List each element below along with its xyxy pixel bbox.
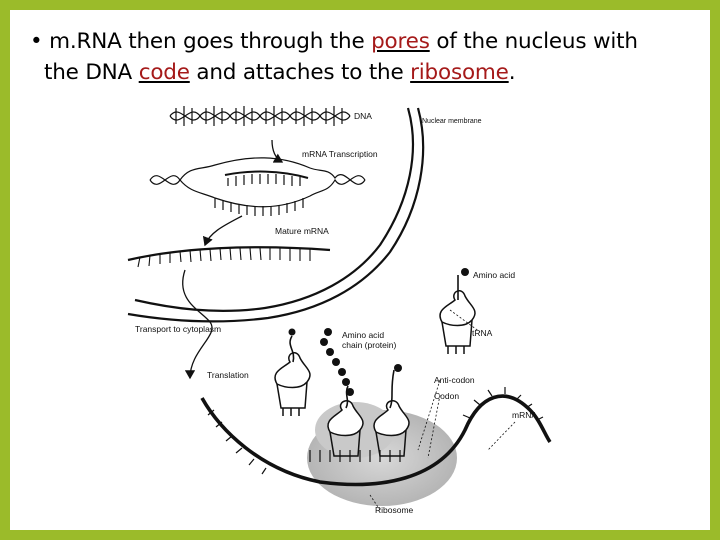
trna-right (439, 290, 476, 354)
label-trna: tRNA (472, 328, 493, 338)
label-translation: Translation (207, 370, 249, 380)
label-amino-acid: Amino acid (473, 270, 515, 280)
leader-lines (369, 309, 516, 511)
text-segment: of the nucleus with (429, 29, 638, 54)
protein-synthesis-diagram: DNA Nuclear membrane mRNA Transcription … (127, 106, 552, 515)
amino-acid-dots (288, 268, 469, 396)
pores-highlight: pores (371, 29, 430, 54)
label-dna: DNA (354, 111, 372, 121)
label-nuclear-membrane: Nuclear membrane (422, 118, 482, 125)
label-chain-line1: Amino acid (342, 330, 384, 340)
trna-molecules (274, 290, 476, 457)
translation-mrna-strand (200, 387, 552, 487)
trna-middle-2 (373, 400, 410, 457)
bullet-marker: • (30, 29, 43, 54)
label-codon: Codon (434, 391, 459, 401)
dna-transcription-bubble (149, 157, 366, 216)
dna-helix-top (169, 106, 351, 126)
label-transport: Transport to cytoplasm (135, 324, 221, 334)
label-anticodon: Anti-codon (434, 375, 475, 385)
slide: • m.RNA then goes through the pores of t… (10, 10, 710, 530)
ribosome-highlight: ribosome (410, 60, 509, 85)
text-segment: m.RNA then goes through the (49, 29, 372, 54)
trna-stems (289, 275, 459, 409)
bullet-paragraph: • m.RNA then goes through the pores of t… (30, 26, 690, 88)
trna-left (274, 352, 311, 416)
label-mrna: mRNA (512, 410, 537, 420)
label-mature-mrna: Mature mRNA (275, 226, 329, 236)
label-chain-line2: chain (protein) (342, 340, 397, 350)
code-highlight: code (138, 60, 190, 85)
bullet-line-2: the DNA code and attaches to the ribosom… (30, 57, 690, 88)
label-transcription: mRNA Transcription (302, 149, 378, 159)
flow-arrows (182, 139, 284, 380)
text-segment: and attaches to the (189, 60, 411, 85)
label-ribosome: Ribosome (375, 505, 414, 515)
mature-mrna-strand (127, 246, 331, 268)
trna-middle-1 (327, 400, 364, 457)
text-segment: . (508, 60, 516, 85)
text-segment: the DNA (44, 60, 139, 85)
nuclear-membrane (127, 107, 425, 323)
